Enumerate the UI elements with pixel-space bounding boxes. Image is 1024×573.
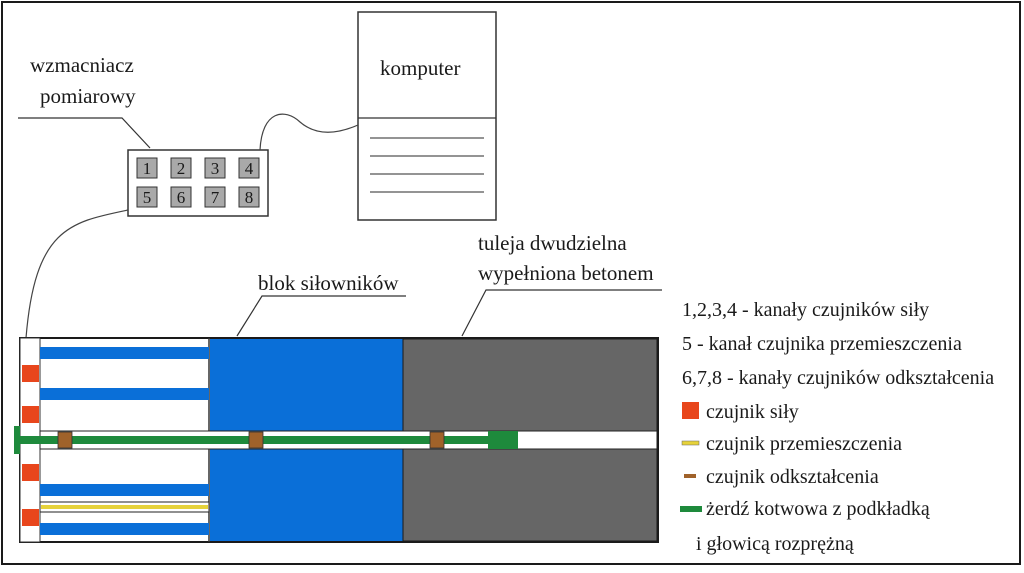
strain-sensor [429, 431, 445, 449]
legend-item-displacement-sensor: czujnik przemieszczenia [706, 433, 902, 455]
channel-1-cell [136, 157, 158, 179]
sensor-cable [25, 209, 129, 339]
anchor-rod-icon [680, 506, 702, 512]
actuator-bar [40, 523, 209, 535]
actuator-block-leader [236, 295, 406, 337]
force-sensor [22, 509, 39, 526]
channel-4-cell [238, 157, 260, 179]
channel-6-cell [170, 186, 192, 208]
anchor-plate [14, 426, 20, 454]
channel-3-label: 3 [211, 159, 220, 178]
computer-label: komputer [380, 56, 460, 80]
amplifier-label-line2: pomiarowy [40, 84, 136, 108]
channel-7-label: 7 [211, 188, 220, 207]
force-sensor-icon [682, 402, 699, 419]
legend-item-strain-sensor: czujnik odkształcenia [706, 466, 879, 488]
legend-channels-force: 1,2,3,4 - kanały czujników siły [682, 299, 929, 321]
sleeve-label-line2: wypełniona betonem [478, 261, 654, 285]
legend: 1,2,3,4 - kanały czujników siły 5 - kana… [680, 299, 994, 555]
force-sensor [22, 464, 39, 481]
channel-5-cell [136, 186, 158, 208]
strain-sensor-icon [684, 474, 696, 478]
amplifier-computer-cable [259, 113, 359, 151]
actuator-bar [40, 347, 209, 359]
channel-8-cell [238, 186, 260, 208]
channel-2-cell [170, 157, 192, 179]
displacement-sensor [41, 505, 208, 509]
actuator-block-label: blok siłowników [258, 271, 399, 295]
amplifier-channels: 1 2 3 4 5 6 7 8 [136, 157, 260, 208]
displacement-sensor-icon [681, 440, 700, 446]
sleeve-label-line1: tuleja dwudzielna [478, 231, 627, 255]
channel-6-label: 6 [177, 188, 186, 207]
actuator-bar [40, 484, 209, 496]
channel-7-cell [204, 186, 226, 208]
channel-3-cell [204, 157, 226, 179]
actuator-bar [40, 388, 209, 400]
strain-sensor [57, 431, 73, 449]
force-sensor [22, 365, 39, 382]
force-sensor [22, 406, 39, 423]
specimen-section [14, 337, 659, 543]
legend-channel-displacement: 5 - kanał czujnika przemieszczenia [682, 333, 962, 355]
legend-item-anchor-rod: żerdź kotwowa z podkładką [706, 498, 931, 520]
channel-5-label: 5 [143, 188, 152, 207]
amplifier-leader-line [18, 117, 151, 149]
channel-8-label: 8 [245, 188, 254, 207]
sleeve-leader [461, 289, 662, 337]
legend-item-force-sensor: czujnik siły [706, 401, 799, 423]
amplifier-label-line1: wzmacniacz [30, 53, 134, 77]
channel-1-label: 1 [143, 159, 152, 178]
channel-2-label: 2 [177, 159, 186, 178]
computer-screen-lines [370, 137, 484, 193]
computer-box [357, 11, 497, 221]
expansion-head [488, 431, 518, 449]
strain-sensor [248, 431, 264, 449]
legend-item-anchor-rod-line2: i głowicą rozprężną [696, 533, 855, 555]
legend-channels-strain: 6,7,8 - kanały czujników odkształcenia [682, 367, 994, 389]
channel-4-label: 4 [245, 159, 254, 178]
